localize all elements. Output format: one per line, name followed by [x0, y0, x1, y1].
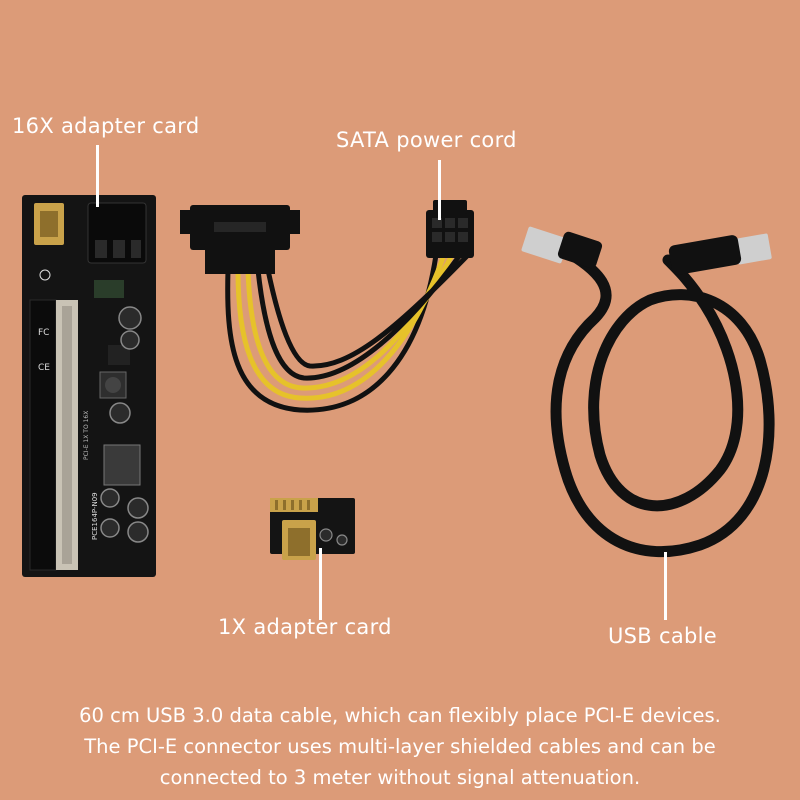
pointer-sata [438, 160, 441, 220]
pointer-usb [664, 552, 667, 620]
svg-text:CE: CE [38, 363, 50, 373]
label-sata-power-cord: SATA power cord [336, 128, 517, 152]
usb-plug-left [521, 226, 569, 264]
caption-line-3: connected to 3 meter without signal atte… [159, 766, 641, 789]
pointer-1x [319, 548, 322, 620]
svg-text:FC: FC [38, 328, 49, 338]
usb-cable [521, 226, 775, 558]
caption-line-1: 60 cm USB 3.0 data cable, which can flex… [79, 704, 721, 727]
usb-plug-right [734, 233, 772, 265]
pcb-model-text: PCE164P-N09 [91, 492, 99, 540]
pcb-slot-text: PCI-E 1X TO 16X [83, 411, 90, 460]
pointer-lines [96, 145, 667, 620]
sata-power-cord [180, 200, 474, 413]
caption: 60 cm USB 3.0 data cable, which can flex… [0, 700, 800, 793]
adapter-card-16x: FC CE PCE164P-N09 PCI-E 1X TO 16X [22, 195, 156, 577]
adapter-card-1x [270, 498, 355, 560]
label-16x-adapter-card: 16X adapter card [12, 114, 200, 138]
pointer-16x [96, 145, 99, 207]
label-usb-cable: USB cable [608, 624, 717, 648]
label-1x-adapter-card: 1X adapter card [218, 615, 392, 639]
caption-line-2: The PCI-E connector uses multi-layer shi… [84, 735, 716, 758]
